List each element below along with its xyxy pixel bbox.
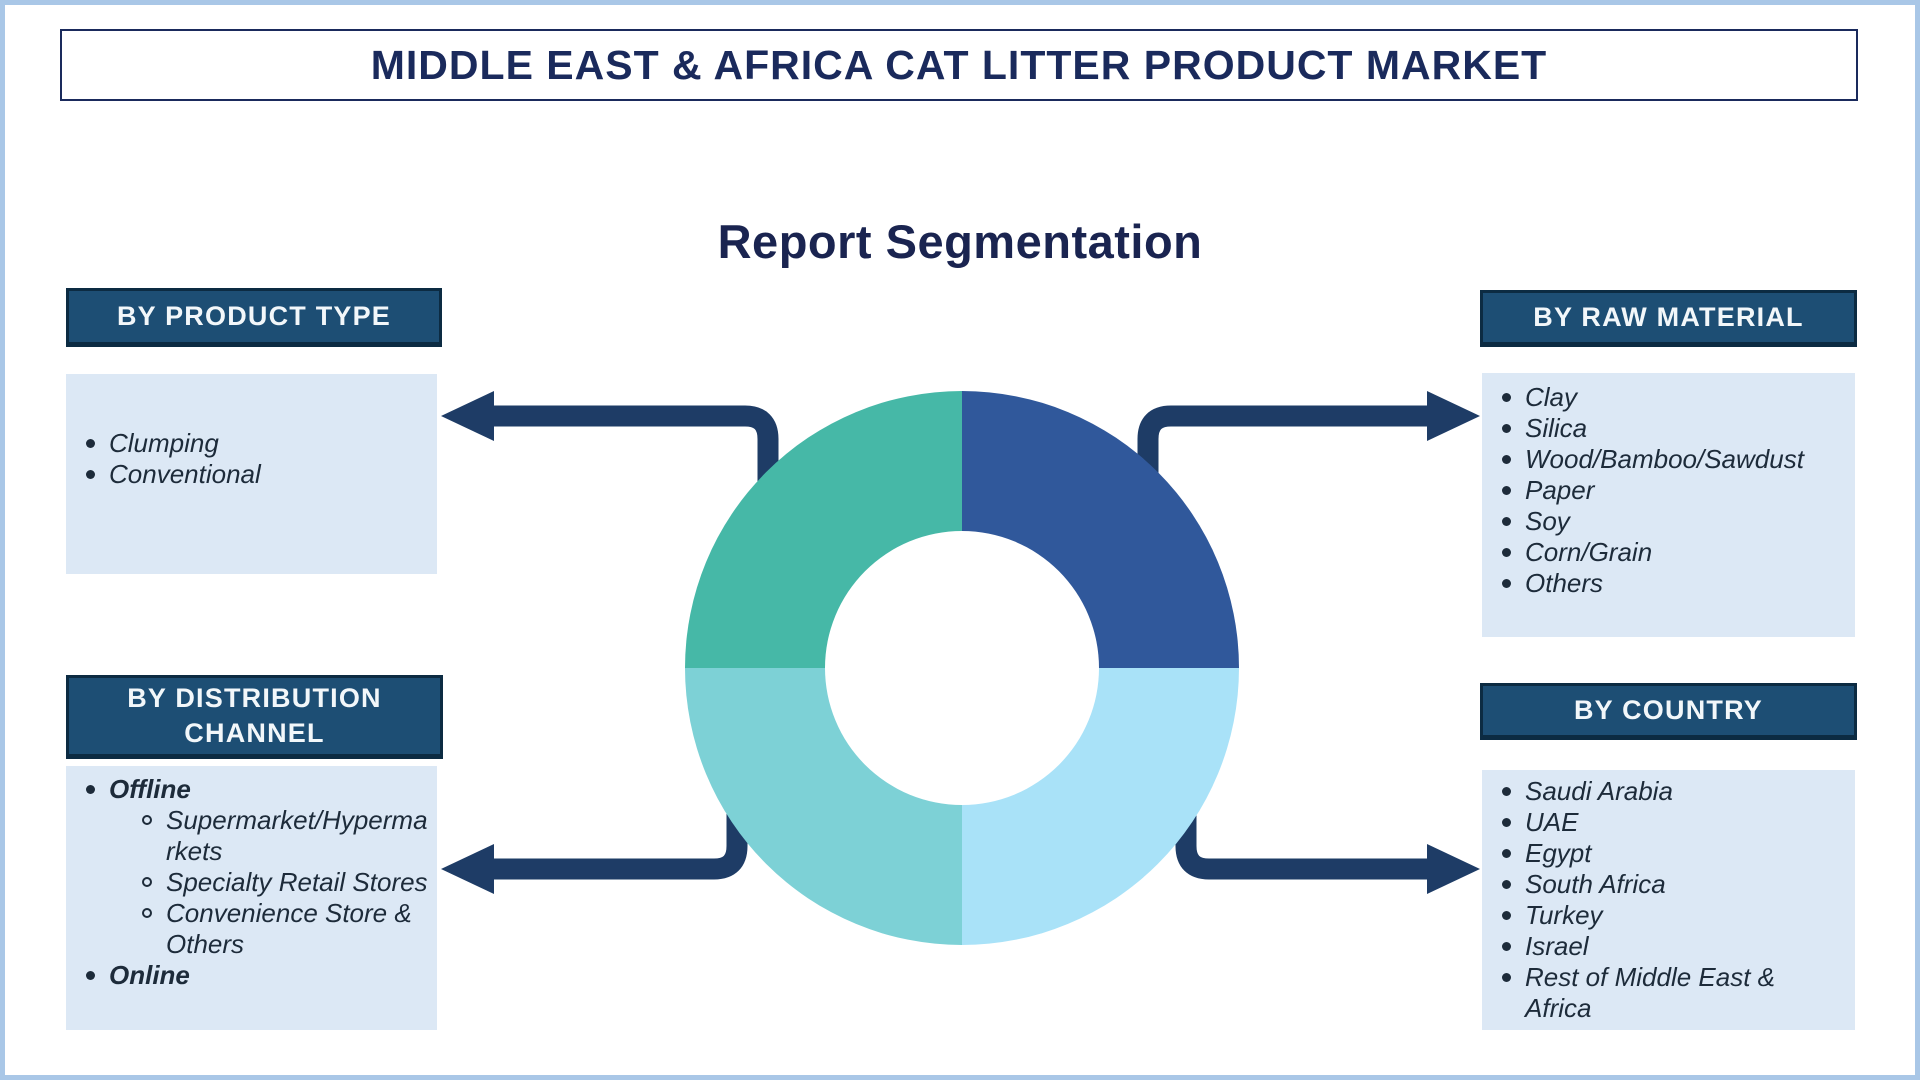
bullet-icon xyxy=(1502,548,1511,557)
bullet-icon xyxy=(1502,486,1511,495)
list-item: Saudi Arabia xyxy=(1502,776,1847,807)
product-type-header: BY PRODUCT TYPE xyxy=(66,288,442,347)
product-type-header-label: BY PRODUCT TYPE xyxy=(116,300,392,331)
arrow-to-country-head-icon xyxy=(1427,844,1480,894)
sub-list-item: Specialty Retail Stores xyxy=(142,867,429,898)
list-item: Silica xyxy=(1502,413,1847,444)
bullet-icon xyxy=(1502,579,1511,588)
circle-bullet-icon xyxy=(142,815,152,825)
list-item-label: Specialty Retail Stores xyxy=(166,867,428,897)
list-item-label: Paper xyxy=(1525,475,1595,505)
raw-material-header: BY RAW MATERIAL xyxy=(1480,290,1857,347)
list-item: Clumping xyxy=(86,428,429,459)
bullet-icon xyxy=(1502,517,1511,526)
bullet-icon xyxy=(1502,424,1511,433)
sub-list-item: Convenience Store & Others xyxy=(142,898,429,960)
report-segmentation-title: Report Segmentation xyxy=(717,215,1203,268)
bullet-icon xyxy=(1502,880,1511,889)
list-item-label: Conventional xyxy=(109,459,261,489)
list-item: Conventional xyxy=(86,459,429,490)
arrow-to-product-type-shaft xyxy=(487,405,779,545)
arrow-to-distribution-head-icon xyxy=(441,844,494,894)
bullet-icon xyxy=(86,971,95,980)
bullet-icon xyxy=(1502,787,1511,796)
arrow-to-product-type-head-icon xyxy=(441,391,494,441)
list-item: Corn/Grain xyxy=(1502,537,1847,568)
list-item-label: Corn/Grain xyxy=(1525,537,1653,567)
list-item-label: Silica xyxy=(1525,413,1588,443)
list-item-label: Israel xyxy=(1525,931,1589,961)
list-item-label: UAE xyxy=(1525,807,1579,837)
list-item-label: Supermarket/Hypermarkets xyxy=(166,805,428,866)
country-header: BY COUNTRY xyxy=(1480,683,1857,740)
title-box: MIDDLE EAST & AFRICA CAT LITTER PRODUCT … xyxy=(60,29,1858,101)
distribution-channel-header-label: BY DISTRIBUTION CHANNEL xyxy=(127,682,382,748)
bullet-icon xyxy=(1502,818,1511,827)
raw-material-header-label: BY RAW MATERIAL xyxy=(1533,301,1804,332)
list-item: South Africa xyxy=(1502,869,1847,900)
list-item: Israel xyxy=(1502,931,1847,962)
donut-chart xyxy=(685,391,1239,945)
sub-list-item: Supermarket/Hypermarkets xyxy=(142,805,429,867)
list-item-label: Others xyxy=(1525,568,1604,598)
list-item-label: Clay xyxy=(1525,382,1578,412)
bullet-icon xyxy=(86,785,95,794)
list-item-label: South Africa xyxy=(1525,869,1666,899)
arrow-to-country-shaft xyxy=(1175,745,1434,880)
list-item-label: Egypt xyxy=(1525,838,1592,868)
distribution-channel-header: BY DISTRIBUTION CHANNEL xyxy=(66,675,443,759)
donut-hole xyxy=(825,531,1099,805)
arrow-to-raw-material-head-icon xyxy=(1427,391,1480,441)
circle-bullet-icon xyxy=(142,908,152,918)
list-item: Turkey xyxy=(1502,900,1847,931)
list-item: Rest of Middle East & Africa xyxy=(1502,962,1847,1024)
arrow-to-raw-material-shaft xyxy=(1137,405,1434,545)
list-item-label: Wood/Bamboo/Sawdust xyxy=(1525,444,1804,474)
bullet-icon xyxy=(1502,849,1511,858)
list-item-label: Turkey xyxy=(1525,900,1603,930)
bullet-icon xyxy=(86,439,95,448)
list-item-label: Offline xyxy=(109,774,191,804)
circle-bullet-icon xyxy=(142,877,152,887)
bullet-icon xyxy=(1502,393,1511,402)
list-item-label: Saudi Arabia xyxy=(1525,776,1673,806)
list-item: UAE xyxy=(1502,807,1847,838)
list-item-label: Clumping xyxy=(109,428,219,458)
list-item: Soy xyxy=(1502,506,1847,537)
list-item: Others xyxy=(1502,568,1847,599)
list-item: Paper xyxy=(1502,475,1847,506)
list-item: Online xyxy=(86,960,429,991)
list-item: Clay xyxy=(1502,382,1847,413)
bullet-icon xyxy=(86,470,95,479)
page-title: MIDDLE EAST & AFRICA CAT LITTER PRODUCT … xyxy=(370,41,1548,88)
arrow-to-distribution-shaft xyxy=(487,745,748,880)
list-item-label: Convenience Store & Others xyxy=(166,898,412,959)
list-item: Offline xyxy=(86,774,429,805)
bullet-icon xyxy=(1502,911,1511,920)
bullet-icon xyxy=(1502,973,1511,982)
list-item-label: Online xyxy=(109,960,190,990)
list-item-label: Soy xyxy=(1525,506,1570,536)
country-header-label: BY COUNTRY xyxy=(1573,694,1764,725)
list-item: Wood/Bamboo/Sawdust xyxy=(1502,444,1847,475)
list-item-label: Rest of Middle East & Africa xyxy=(1525,962,1775,1023)
list-item: Egypt xyxy=(1502,838,1847,869)
bullet-icon xyxy=(1502,942,1511,951)
bullet-icon xyxy=(1502,455,1511,464)
